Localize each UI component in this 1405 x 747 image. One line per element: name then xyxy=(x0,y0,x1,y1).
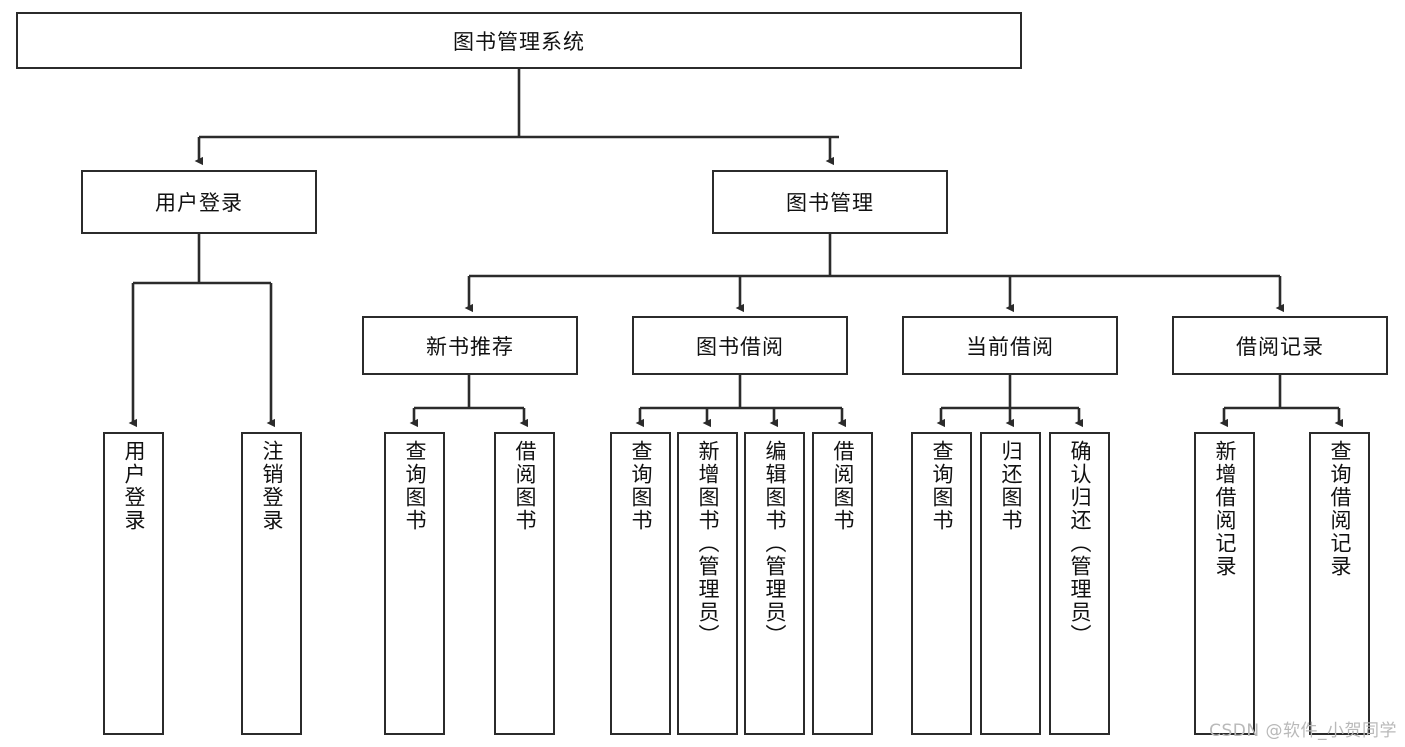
leaf-user-login[interactable]: 用户登录 xyxy=(103,432,164,735)
leaf-logout[interactable]: 注销登录 xyxy=(241,432,302,735)
node-label: 编辑图书（管理员） xyxy=(762,440,787,647)
node-label: 图书管理 xyxy=(786,191,874,215)
leaf-borrow-edit-book[interactable]: 编辑图书（管理员） xyxy=(744,432,805,735)
node-label: 新增借阅记录 xyxy=(1212,440,1237,578)
leaf-new-book-borrow[interactable]: 借阅图书 xyxy=(494,432,555,735)
node-label: 图书管理系统 xyxy=(453,29,585,54)
leaf-borrow-borrow-book[interactable]: 借阅图书 xyxy=(812,432,873,735)
node-label: 归还图书 xyxy=(998,440,1023,532)
node-label: 用户登录 xyxy=(155,191,243,215)
node-book-borrow[interactable]: 图书借阅 xyxy=(632,316,848,375)
watermark: CSDN @软件_小贺同学 xyxy=(1209,721,1397,741)
leaf-borrow-add-book[interactable]: 新增图书（管理员） xyxy=(677,432,738,735)
leaf-new-book-query[interactable]: 查询图书 xyxy=(384,432,445,735)
leaf-borrow-query-book[interactable]: 查询图书 xyxy=(610,432,671,735)
node-label: 查询图书 xyxy=(402,440,427,532)
node-root-system[interactable]: 图书管理系统 xyxy=(16,12,1022,69)
node-user-login[interactable]: 用户登录 xyxy=(81,170,317,234)
node-current-borrow[interactable]: 当前借阅 xyxy=(902,316,1118,375)
node-book-management[interactable]: 图书管理 xyxy=(712,170,948,234)
node-label: 查询借阅记录 xyxy=(1327,440,1352,578)
node-label: 用户登录 xyxy=(121,440,146,532)
node-label: 当前借阅 xyxy=(966,334,1054,359)
node-label: 注销登录 xyxy=(259,440,284,532)
node-label: 新书推荐 xyxy=(426,334,514,359)
leaf-current-return-book[interactable]: 归还图书 xyxy=(980,432,1041,735)
leaf-record-query[interactable]: 查询借阅记录 xyxy=(1309,432,1370,735)
node-label: 借阅记录 xyxy=(1236,334,1324,359)
leaf-current-query-book[interactable]: 查询图书 xyxy=(911,432,972,735)
node-label: 借阅图书 xyxy=(512,440,537,532)
node-borrow-record[interactable]: 借阅记录 xyxy=(1172,316,1388,375)
node-label: 查询图书 xyxy=(628,440,653,532)
node-label: 查询图书 xyxy=(929,440,954,532)
node-label: 新增图书（管理员） xyxy=(695,440,720,647)
node-label: 确认归还（管理员） xyxy=(1067,440,1092,647)
node-label: 借阅图书 xyxy=(830,440,855,532)
node-label: 图书借阅 xyxy=(696,334,784,359)
leaf-current-confirm-return[interactable]: 确认归还（管理员） xyxy=(1049,432,1110,735)
leaf-record-add[interactable]: 新增借阅记录 xyxy=(1194,432,1255,735)
node-new-book-recommend[interactable]: 新书推荐 xyxy=(362,316,578,375)
